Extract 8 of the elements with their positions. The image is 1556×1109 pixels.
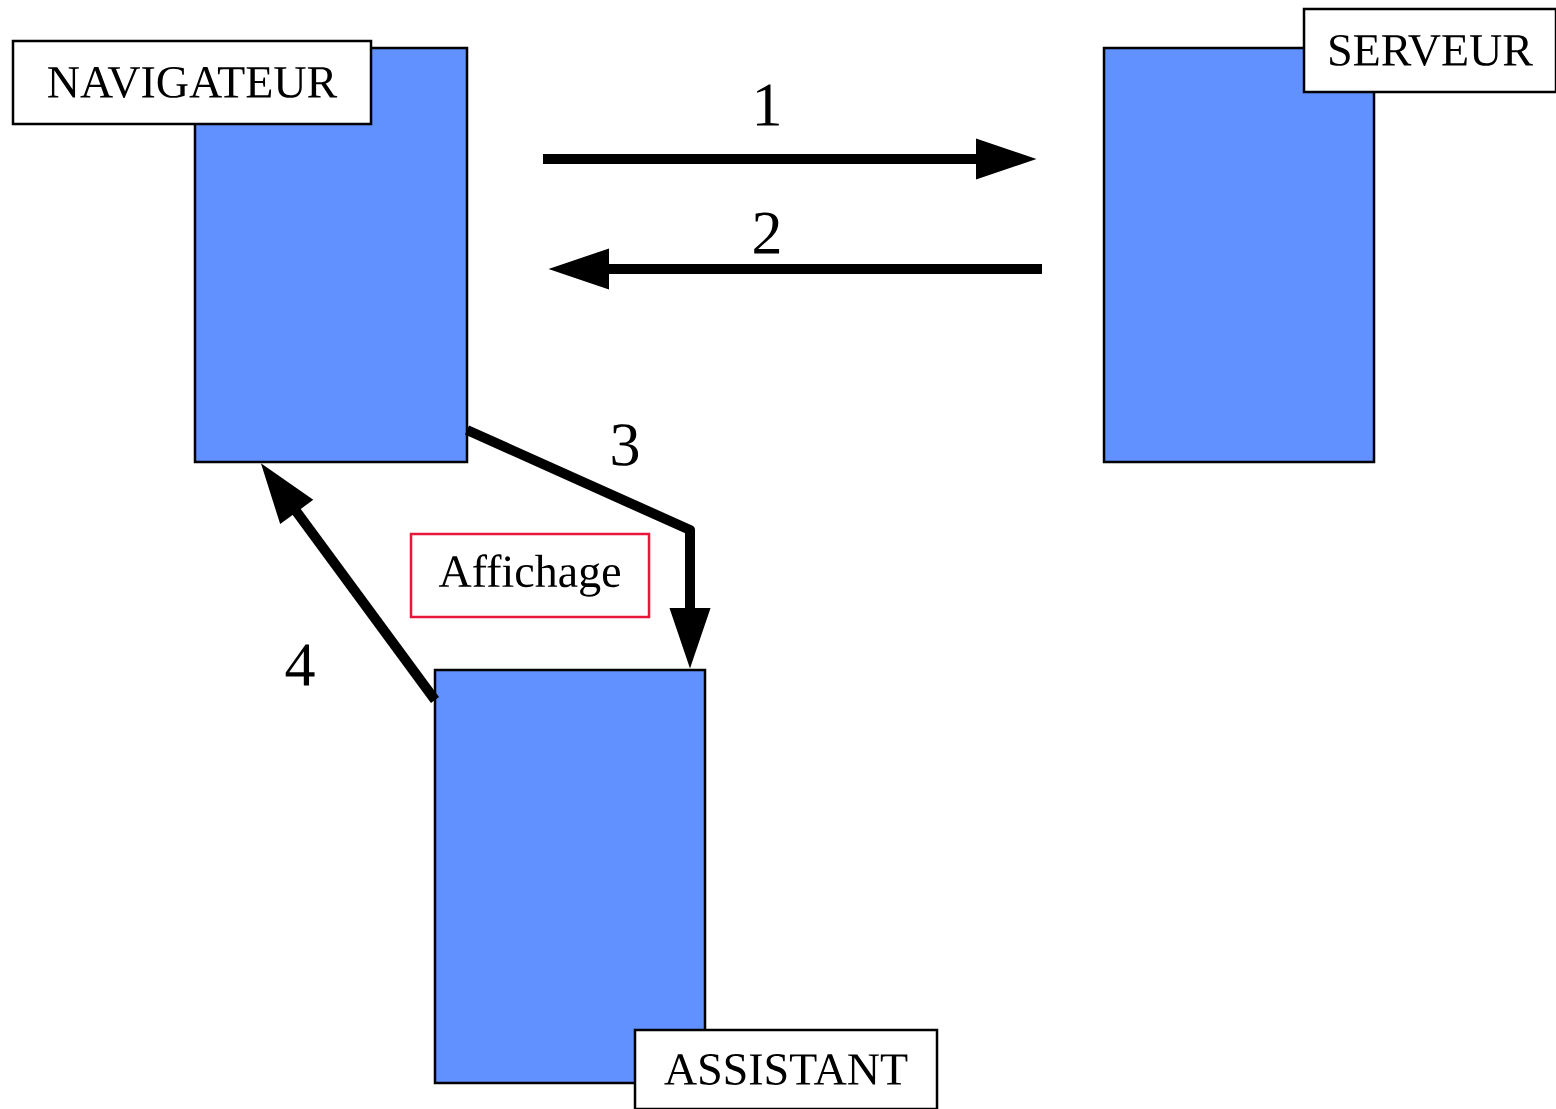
step-number: 2 — [754, 212, 780, 254]
name-tag: SERVEUR — [1302, 7, 1556, 94]
step-number: 4 — [285, 644, 315, 686]
name-tag: ASSISTANT — [633, 1028, 939, 1109]
step-number: 1 — [756, 84, 779, 126]
name-tag: Affichage — [409, 532, 651, 619]
step-number: 3 — [612, 424, 639, 466]
name-tag: NAVIGATEUR — [11, 39, 373, 126]
